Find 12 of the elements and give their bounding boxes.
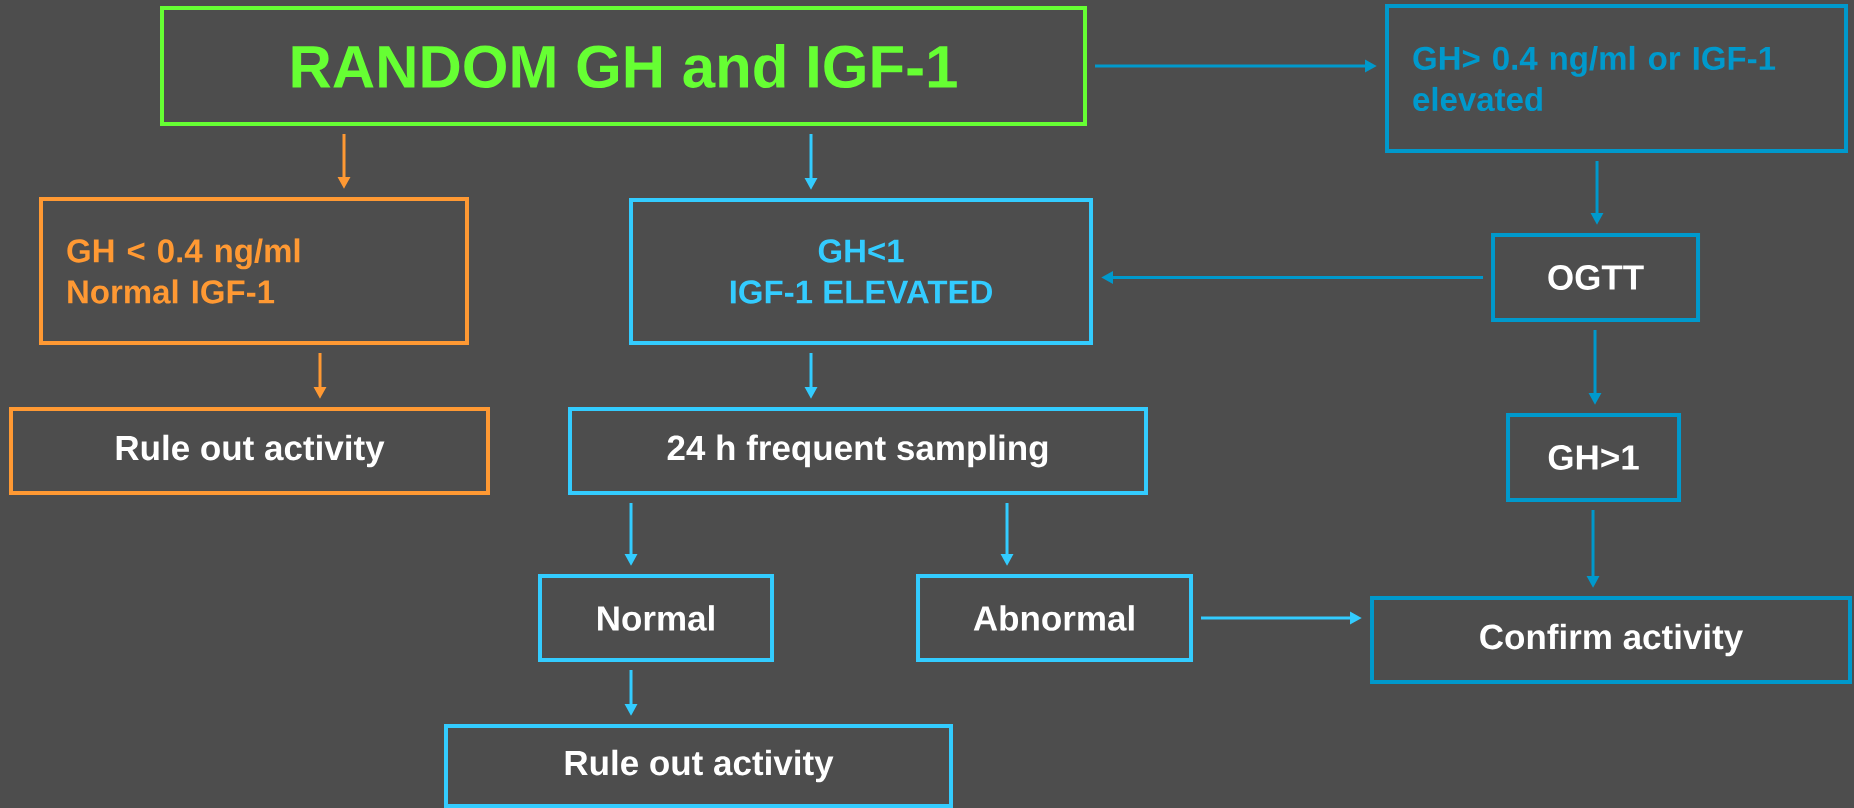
flow-box: Confirm activity xyxy=(1370,596,1853,684)
flow-box: Normal xyxy=(538,574,774,662)
flow-box: GH>1 xyxy=(1506,413,1682,502)
flow-box: OGTT xyxy=(1491,233,1701,322)
flow-box: 24 h frequent sampling xyxy=(568,407,1148,495)
flow-box: GH<1 IGF-1 ELEVATED xyxy=(629,198,1093,345)
flow-box: RANDOM GH and IGF-1 xyxy=(160,6,1087,126)
flow-box: Rule out activity xyxy=(444,724,953,808)
flow-box: Rule out activity xyxy=(9,407,490,495)
flow-box: Abnormal xyxy=(916,574,1193,662)
flow-box: GH < 0.4 ng/ml Normal IGF-1 xyxy=(39,197,469,345)
flow-box: GH> 0.4 ng/ml or IGF-1 elevated xyxy=(1385,4,1849,153)
